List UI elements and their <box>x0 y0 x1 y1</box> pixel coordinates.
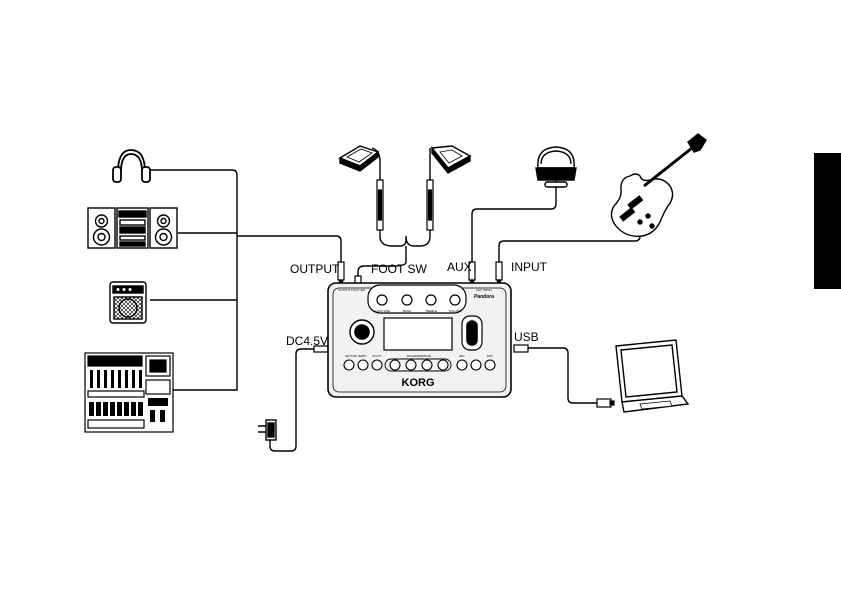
device-top-jacks-right: AUX INPUT <box>476 288 492 292</box>
device-brand: KORG <box>402 377 435 389</box>
knob-label-volume: VOLUME <box>449 309 462 313</box>
knob-label-treble: TREBLE <box>425 309 437 313</box>
ac-adapter-icon <box>258 420 276 440</box>
dc-cable <box>270 349 318 451</box>
usb-label: USB <box>514 330 539 344</box>
output-cables <box>150 170 341 390</box>
foot-switch-left-icon <box>340 146 378 171</box>
input-label: INPUT <box>511 260 547 274</box>
foot-sw-label: FOOT SW <box>371 262 427 276</box>
dc-label: DC4.5V <box>286 334 328 348</box>
row-label-rec: REC <box>459 354 465 358</box>
aux-label: AUX <box>447 260 472 274</box>
stereo-system-icon <box>88 208 177 248</box>
output-label: OUTPUT <box>290 262 339 276</box>
electric-guitar-icon <box>611 134 706 236</box>
row-label-program: PROGRAM/BYPASS <box>407 354 432 358</box>
knob-label-bass: BASS <box>403 309 411 313</box>
device-top-jacks: OUTPUT FOOT SW <box>338 288 365 292</box>
row-label-rhythm: RHYTHM TEMPO <box>346 354 367 358</box>
input-cable <box>499 230 640 262</box>
row-label-utility: UTILITY <box>372 354 382 358</box>
section-tab <box>814 153 841 289</box>
row-label-exit: EXIT <box>487 354 493 358</box>
aux-cable <box>472 180 556 262</box>
knob-label-gain: GAIN/TONE <box>374 309 390 313</box>
mixer-icon <box>85 353 173 432</box>
guitar-amp-icon <box>110 282 146 323</box>
foot-switch-right-icon <box>432 146 470 173</box>
usb-cable <box>526 348 598 403</box>
headphones-icon <box>113 150 150 182</box>
laptop-icon <box>616 340 688 412</box>
device-logo: Pandora <box>474 294 494 300</box>
